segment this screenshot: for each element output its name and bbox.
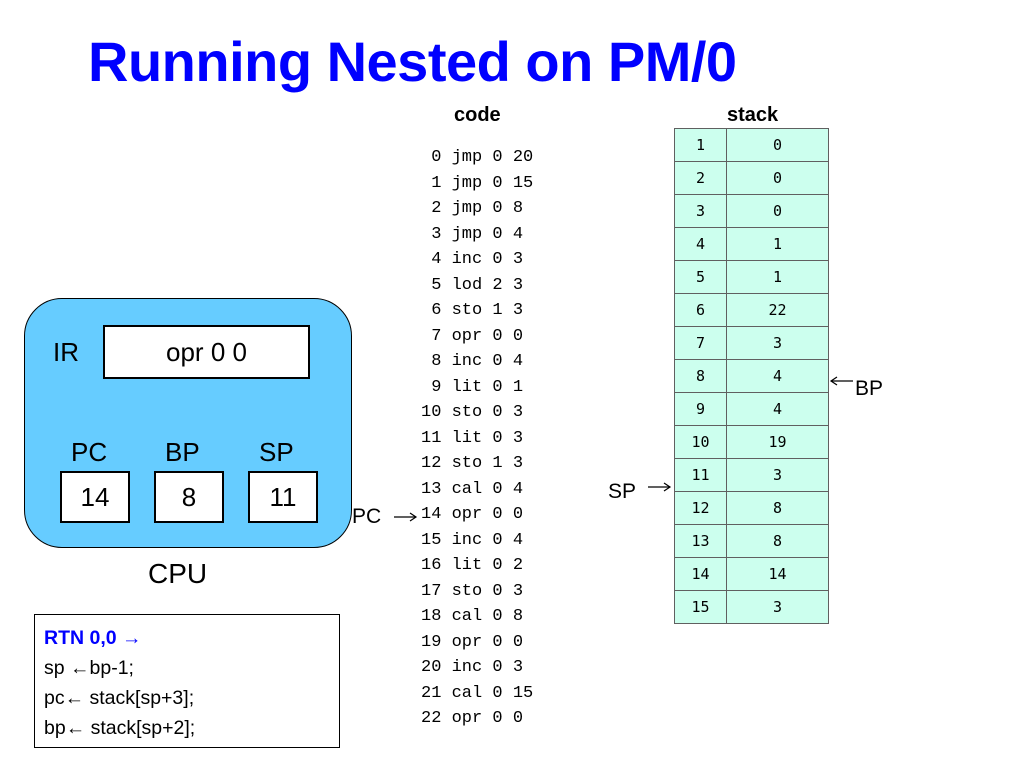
code-line: 7 opr 0 0 [421, 326, 524, 346]
stack-value: 19 [726, 425, 829, 459]
stack-value: 8 [726, 524, 829, 558]
stack-index: 5 [674, 260, 727, 294]
code-line: 0 jmp 0 20 [421, 148, 534, 167]
bp-pointer-arrow-icon [829, 376, 853, 386]
code-line: 16 lit 0 2 [421, 556, 524, 575]
cpu-panel: IR opr 0 0 PC BP SP 14 8 11 [24, 298, 352, 548]
code-line: 4 inc 0 3 [421, 250, 524, 269]
stack-value: 0 [726, 128, 829, 162]
code-line: 18 cal 0 8 [421, 607, 524, 626]
sp-pointer-label: SP [608, 480, 637, 503]
code-line: 6 sto 1 3 [421, 301, 524, 320]
sp-register: 11 [248, 471, 318, 523]
bp-pointer-label: BP [855, 377, 884, 400]
stack-index: 9 [674, 392, 727, 426]
code-line: 11 lit 0 3 [421, 428, 524, 448]
code-line: 17 sto 0 3 [421, 581, 524, 601]
stack-index: 6 [674, 293, 727, 327]
stack-value: 3 [726, 458, 829, 492]
stack-value: 14 [726, 557, 829, 591]
stack-value: 1 [726, 227, 829, 261]
code-line: 1 jmp 0 15 [421, 173, 534, 193]
code-line: 8 inc 0 4 [421, 352, 524, 371]
code-line: 5 lod 2 3 [421, 275, 524, 295]
stack-index: 7 [674, 326, 727, 360]
code-line: 19 opr 0 0 [421, 632, 524, 652]
sp-pointer-arrow-icon [648, 482, 672, 492]
rtn-heading: RTN 0,0 → [44, 627, 142, 649]
stack-value: 4 [726, 359, 829, 393]
stack-value: 3 [726, 326, 829, 360]
code-line: 12 sto 1 3 [421, 454, 524, 473]
stack-value: 0 [726, 161, 829, 195]
stack-index: 8 [674, 359, 727, 393]
code-header: code [454, 104, 501, 126]
stack-value: 0 [726, 194, 829, 228]
code-line: 20 inc 0 3 [421, 658, 524, 677]
ir-register: opr 0 0 [103, 325, 310, 379]
stack-value: 3 [726, 590, 829, 624]
stack-index: 1 [674, 128, 727, 162]
code-line: 14 opr 0 0 [421, 505, 524, 524]
stack-index: 12 [674, 491, 727, 525]
stack-index: 10 [674, 425, 727, 459]
page-title: Running Nested on PM/0 [88, 30, 737, 93]
code-line: 21 cal 0 15 [421, 683, 534, 703]
ir-label: IR [53, 337, 79, 367]
stack-value: 22 [726, 293, 829, 327]
stack-index: 13 [674, 524, 727, 558]
rtn-line: sp ←bp-1; [44, 657, 134, 679]
stack-value: 4 [726, 392, 829, 426]
pc-pointer-label: PC [352, 505, 382, 528]
stack-value: 1 [726, 260, 829, 294]
bp-label: BP [165, 437, 200, 467]
stack-index: 14 [674, 557, 727, 591]
pc-pointer-arrow-icon [394, 512, 418, 522]
code-listing: 0 jmp 0 20 1 jmp 0 15 2 jmp 0 8 3 jmp 0 … [421, 145, 533, 732]
rtn-line: bp← stack[sp+2]; [44, 717, 196, 739]
bp-register: 8 [154, 471, 224, 523]
code-line: 2 jmp 0 8 [421, 199, 524, 218]
stack-index: 2 [674, 161, 727, 195]
rtn-line: pc← stack[sp+3]; [44, 687, 195, 709]
code-line: 22 opr 0 0 [421, 709, 524, 728]
pc-register: 14 [60, 471, 130, 523]
rtn-instruction-box: RTN 0,0 → sp ←bp-1; pc← stack[sp+3]; bp←… [34, 614, 340, 748]
cpu-caption: CPU [148, 558, 208, 589]
pc-label: PC [71, 437, 108, 467]
code-line: 9 lit 0 1 [421, 377, 524, 397]
stack-index: 4 [674, 227, 727, 261]
sp-label: SP [259, 437, 294, 467]
stack-index: 15 [674, 590, 727, 624]
code-line: 15 inc 0 4 [421, 530, 524, 550]
code-line: 10 sto 0 3 [421, 403, 524, 422]
stack-value: 8 [726, 491, 829, 525]
code-line: 13 cal 0 4 [421, 479, 524, 499]
stack-index: 3 [674, 194, 727, 228]
stack-header: stack [727, 104, 779, 126]
stack-index: 11 [674, 458, 727, 492]
code-line: 3 jmp 0 4 [421, 224, 524, 244]
